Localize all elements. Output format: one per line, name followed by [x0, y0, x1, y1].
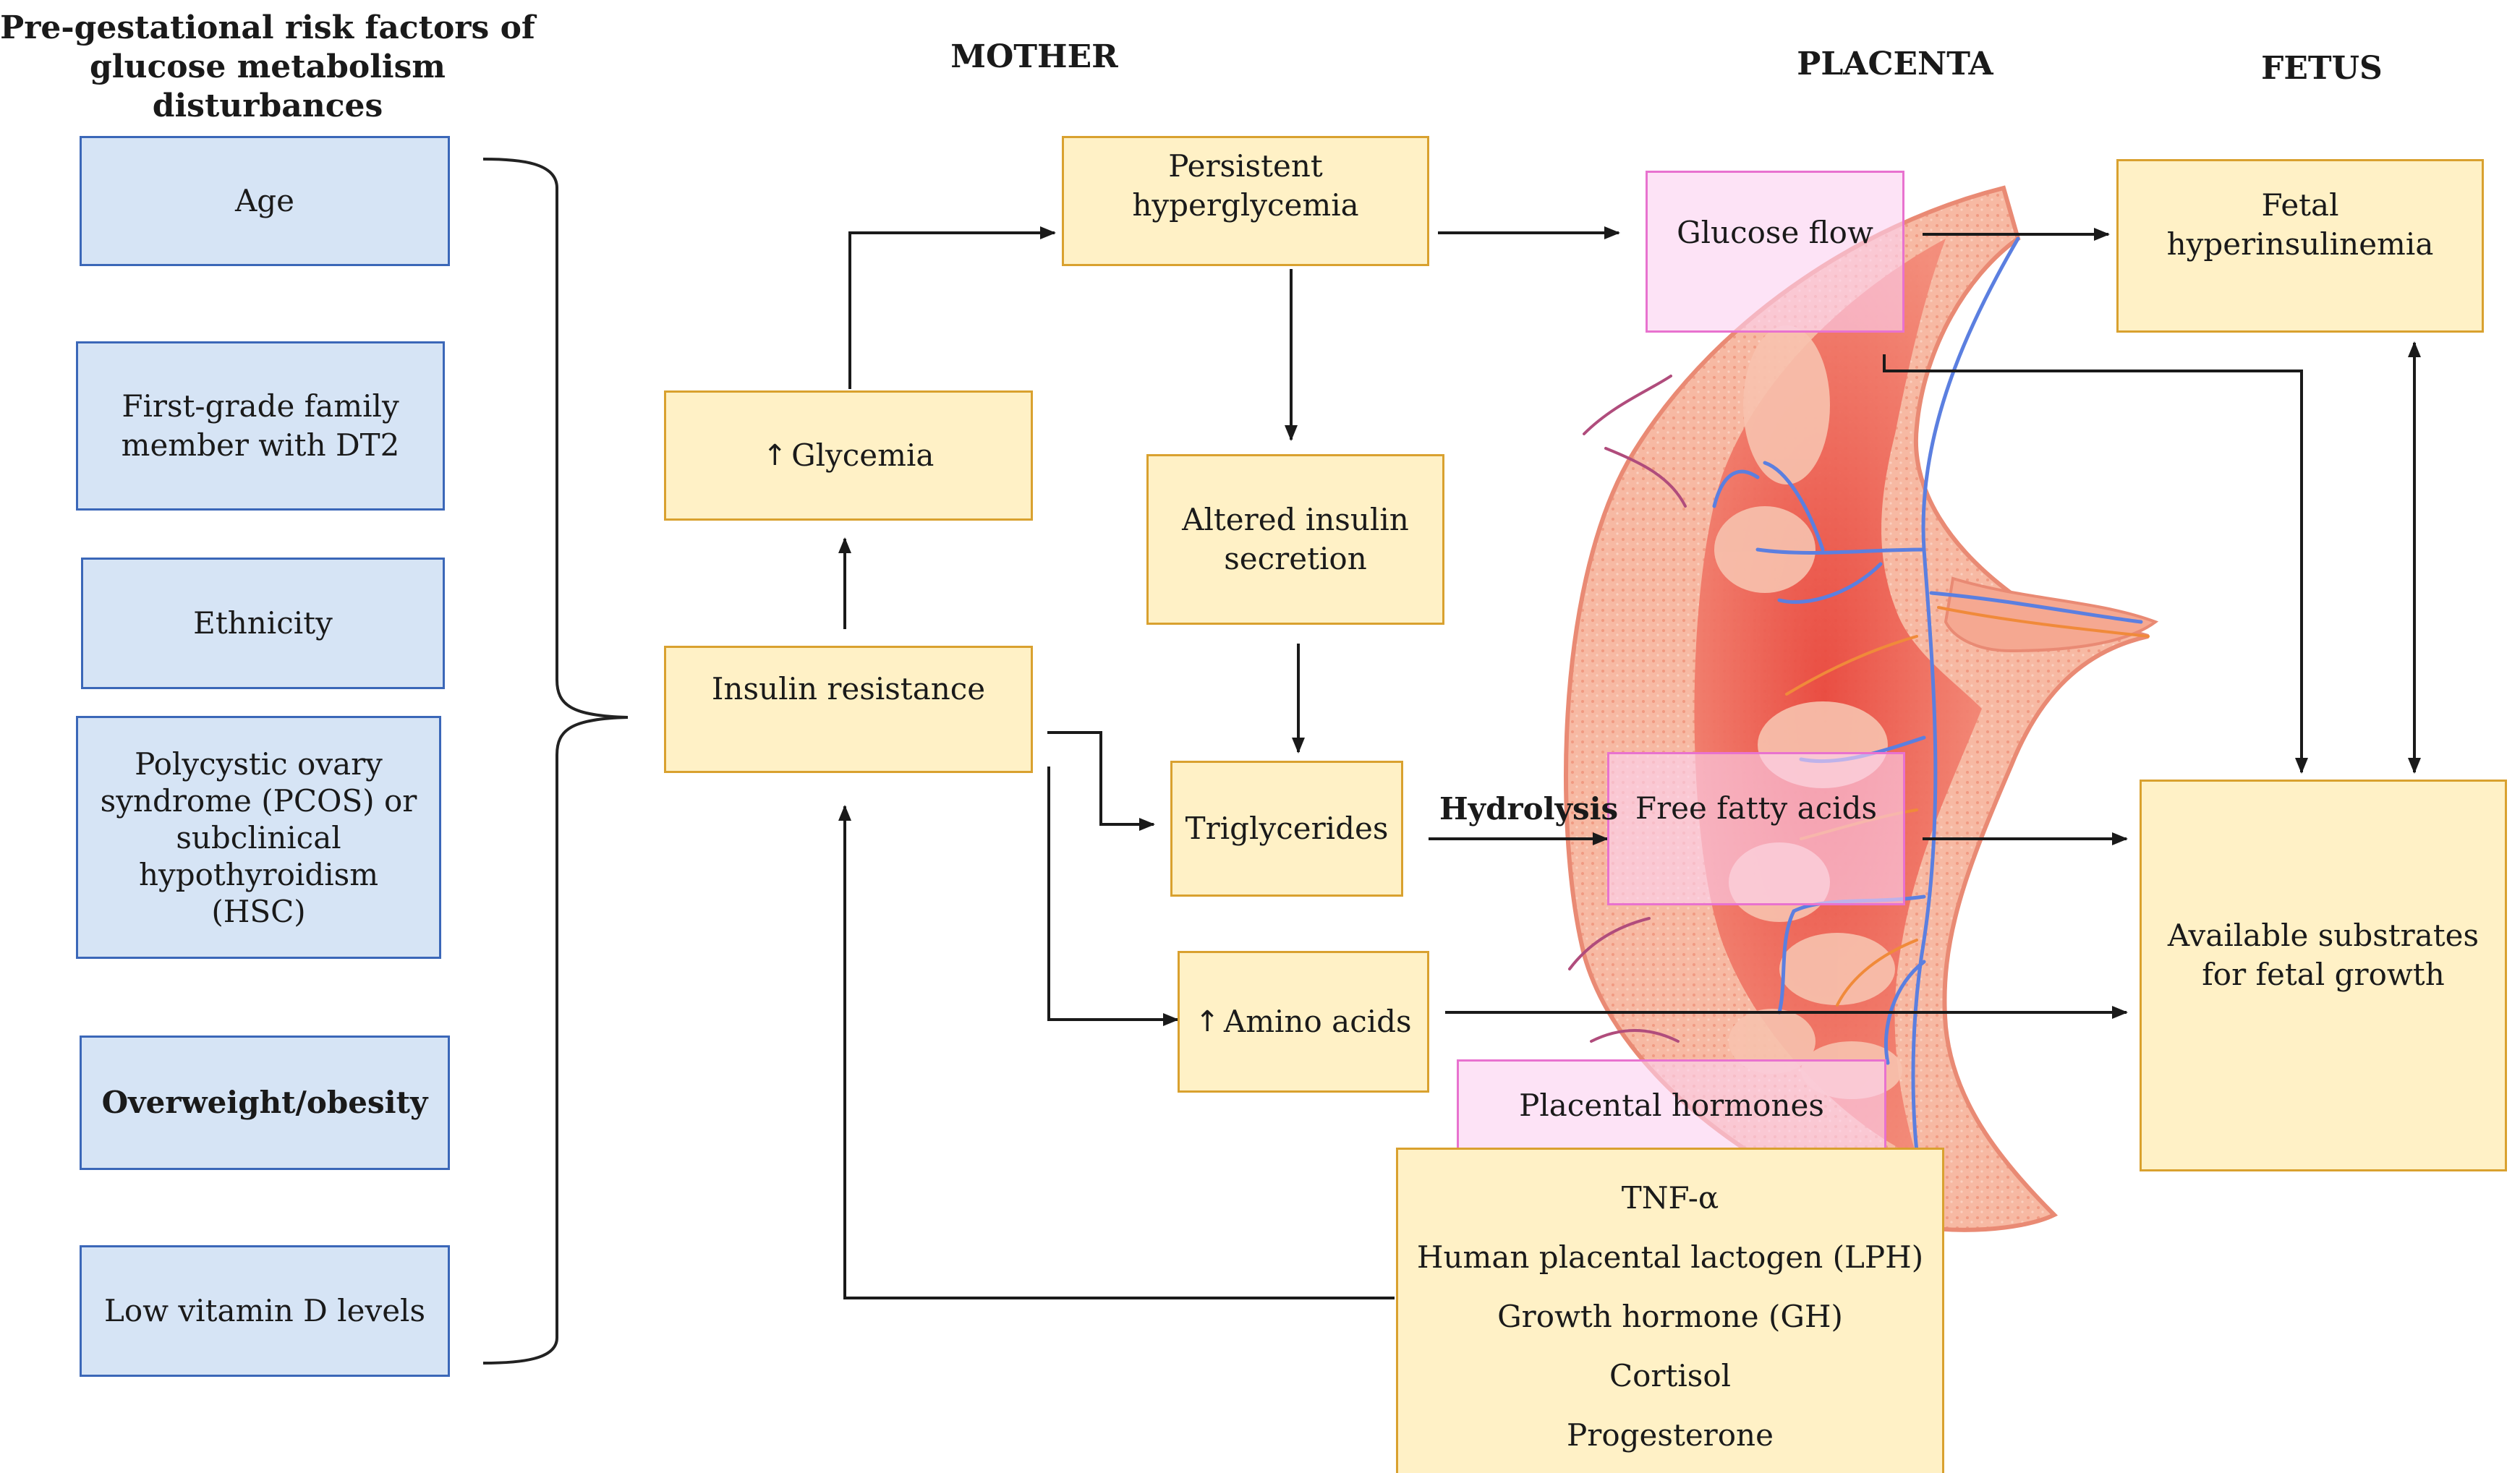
- free-fatty-acids-box: Free fatty acids: [1607, 752, 1905, 905]
- hormone-list-box: TNF-α Human placental lactogen (LPH) Gro…: [1396, 1148, 1944, 1473]
- fetus-header: FETUS: [2261, 50, 2383, 87]
- hormone-placental-lactogen: Human placental lactogen (LPH): [1416, 1239, 1924, 1275]
- risk-factor-family-history: First-grade family member with DT2: [76, 341, 445, 511]
- glycemia-label: Glycemia: [791, 437, 935, 473]
- risk-factor-ethnicity: Ethnicity: [81, 558, 445, 689]
- placental-hormones-label: Placental hormones: [1519, 1088, 1824, 1123]
- risk-factor-label: Ethnicity: [193, 605, 333, 641]
- risk-factor-low-vitamin-d: Low vitamin D levels: [80, 1245, 450, 1377]
- risk-factors-brace: [482, 158, 629, 1365]
- increase-arrow-icon: ↑: [762, 439, 788, 472]
- insulin-resistance-label: Insulin resistance: [711, 671, 986, 706]
- risk-factor-label: Polycystic ovary syndrome (PCOS) or subc…: [100, 746, 417, 929]
- risk-factor-label: Overweight/obesity: [101, 1085, 428, 1120]
- triglycerides-label: Triglycerides: [1185, 811, 1389, 846]
- triglycerides-box: Triglycerides: [1170, 761, 1403, 897]
- available-substrates-box: Available substrates for fetal growth: [2140, 780, 2507, 1171]
- arrow-glucose-flow-to-substrates: [1883, 354, 2308, 774]
- altered-insulin-secretion-box: Altered insulin secretion: [1146, 454, 1444, 625]
- insulin-resistance-box: Insulin resistance: [664, 646, 1033, 773]
- amino-acids-box: ↑ Amino acids: [1178, 951, 1429, 1093]
- risk-factor-label: Low vitamin D levels: [103, 1293, 426, 1328]
- arrow-insulin-to-amino-acids: [1047, 767, 1179, 1026]
- glucose-flow-box: Glucose flow: [1646, 171, 1904, 333]
- available-substrates-label: Available substrates for fetal growth: [2167, 918, 2479, 992]
- persistent-hyperglycemia-box: Persistent hyperglycemia: [1062, 136, 1429, 266]
- glucose-flow-label: Glucose flow: [1677, 215, 1873, 250]
- risk-factor-pcos-hsc: Polycystic ovary syndrome (PCOS) or subc…: [76, 716, 441, 959]
- risk-factor-overweight-obesity: Overweight/obesity: [80, 1036, 450, 1170]
- purple-vessels: [1568, 375, 1687, 1043]
- hormone-cortisol: Cortisol: [1609, 1358, 1732, 1393]
- hormone-growth-hormone: Growth hormone (GH): [1497, 1299, 1843, 1334]
- arrow-insulin-to-triglycerides: [1047, 731, 1155, 831]
- risk-factors-title: Pre-gestational risk factors of glucose …: [0, 9, 535, 126]
- free-fatty-acids-label: Free fatty acids: [1635, 790, 1878, 826]
- fetal-hyperinsulinemia-label: Fetal hyperinsulinemia: [2166, 187, 2434, 262]
- mother-header: MOTHER: [950, 38, 1118, 75]
- amino-acids-label: Amino acids: [1223, 1004, 1412, 1039]
- risk-factors-title-line2: glucose metabolism disturbances: [90, 48, 446, 124]
- connector-arrows: [838, 226, 2421, 1299]
- fetal-hyperinsulinemia-box: Fetal hyperinsulinemia: [2116, 159, 2484, 333]
- risk-factor-label: First-grade family member with DT2: [121, 388, 400, 463]
- altered-insulin-secretion-label: Altered insulin secretion: [1182, 502, 1409, 576]
- placenta-villi: [1714, 325, 1902, 1099]
- risk-factor-age: Age: [80, 136, 450, 266]
- arrow-glycemia-to-hyperglycemia: [848, 226, 1056, 389]
- increase-arrow-icon: ↑: [1195, 1005, 1219, 1038]
- hormone-tnf-alpha: TNF-α: [1621, 1180, 1719, 1216]
- glycemia-box: ↑ Glycemia: [664, 390, 1033, 521]
- hydrolysis-label: Hydrolysis: [1439, 791, 1619, 827]
- persistent-hyperglycemia-label: Persistent hyperglycemia: [1132, 148, 1359, 223]
- hormone-progesterone: Progesterone: [1567, 1417, 1774, 1453]
- placental-hormones-box: Placental hormones: [1457, 1059, 1886, 1152]
- placenta-header: PLACENTA: [1797, 46, 1993, 82]
- arrow-hormones-to-insulin-resistance: [838, 805, 1395, 1299]
- risk-factor-label: Age: [234, 183, 295, 218]
- risk-factors-title-line1: Pre-gestational risk factors of: [0, 9, 535, 46]
